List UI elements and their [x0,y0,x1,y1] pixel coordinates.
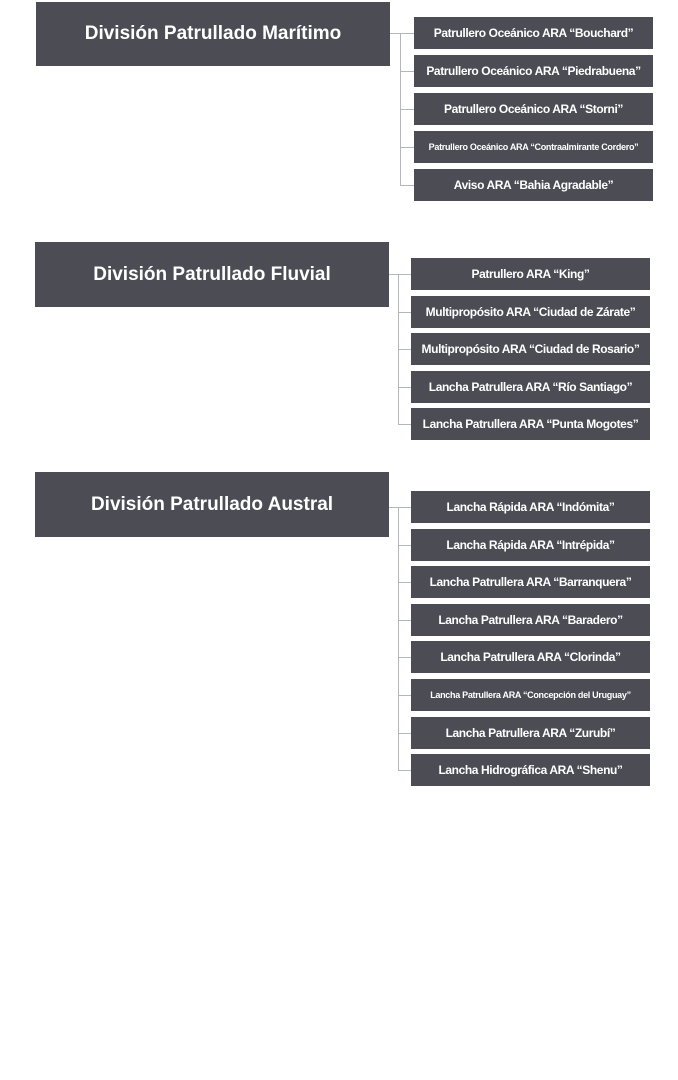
connector-line [398,507,399,771]
unit-box: Lancha Patrullera ARA “Concepción del Ur… [411,679,650,711]
unit-box: Aviso ARA “Bahia Agradable” [414,169,653,201]
unit-box: Lancha Rápida ARA “Intrépida” [411,528,650,561]
connector-branch [400,147,414,148]
connector-branch [398,311,411,313]
connector-line [389,274,398,275]
connector-branch [398,619,411,621]
unit-box: Lancha Patrullera ARA “Punta Mogotes” [411,408,650,440]
unit-box: Patrullero Oceánico ARA “Piedrabuena” [414,55,653,87]
connector-branch [400,109,414,110]
connector-branch [398,507,411,508]
connector-line [389,507,398,508]
unit-box: Multipropósito ARA “Ciudad de Zárate” [411,295,650,328]
unit-box: Lancha Rápida ARA “Indómita” [411,491,650,523]
division-header: División Patrullado Austral [35,472,389,537]
unit-box: Multipropósito ARA “Ciudad de Rosario” [411,333,650,365]
connector-line [390,33,400,34]
division-header: División Patrullado Fluvial [35,242,389,307]
unit-box: Patrullero Oceánico ARA “Storni” [414,93,653,125]
connector-branch [398,274,411,275]
connector-branch [400,71,414,72]
connector-branch [398,657,411,659]
unit-box: Patrullero ARA “King” [411,258,650,290]
connector-branch [398,349,411,350]
unit-box: Lancha Patrullera ARA “Clorinda” [411,641,650,674]
division-header: División Patrullado Marítimo [36,2,390,66]
connector-branch [398,582,411,584]
unit-box: Lancha Patrullera ARA “Río Santiago” [411,370,650,403]
unit-box: Patrullero Oceánico ARA “Bouchard” [414,17,653,49]
connector-branch [398,424,411,425]
connector-branch [400,185,414,186]
connector-branch [398,770,411,772]
unit-box: Lancha Patrullera ARA “Barranquera” [411,566,650,599]
connector-branch [398,695,411,696]
connector-branch [398,386,411,388]
unit-box: Lancha Patrullera ARA “Zurubí” [411,716,650,749]
unit-box: Lancha Hidrográfica ARA “Shenu” [411,754,650,787]
unit-box: Patrullero Oceánico ARA “Contraalmirante… [414,131,653,163]
connector-branch [398,544,411,546]
unit-box: Lancha Patrullera ARA “Baradero” [411,603,650,636]
connector-branch [398,732,411,734]
connector-branch [400,33,414,34]
